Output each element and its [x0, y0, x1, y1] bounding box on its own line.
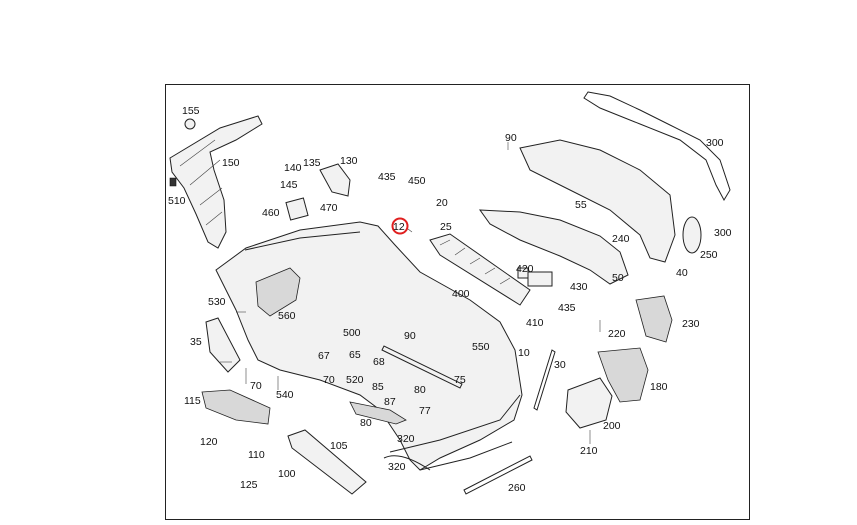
- callout-145: 145: [280, 179, 298, 191]
- callout-25: 25: [440, 221, 452, 233]
- callout-75: 77: [419, 405, 431, 417]
- callout-120: 115: [184, 395, 201, 407]
- part-240-exhaust-ring: [682, 216, 702, 254]
- part-260-trim-strip: [583, 91, 731, 202]
- callout-550: 550: [472, 341, 490, 353]
- callout-115: 125: [240, 479, 258, 491]
- part-180-housing: [565, 377, 613, 429]
- callout-400: 400: [452, 288, 470, 300]
- part-550-rod: [381, 345, 463, 389]
- leader-lines: [220, 142, 601, 444]
- callout-60: 65: [349, 349, 361, 361]
- part-100-bracket: [287, 429, 367, 495]
- callout-210: 230: [682, 318, 700, 330]
- callout-540: 540: [276, 389, 294, 401]
- callout-510: 520: [346, 374, 364, 386]
- callout-80: 80: [360, 417, 372, 429]
- part-210-bracket: [635, 295, 673, 343]
- callout-410: 410: [526, 317, 544, 329]
- callout-300: 320: [397, 433, 415, 445]
- part-50-diffuser: [478, 209, 629, 285]
- callout-520: 510: [168, 195, 186, 207]
- part-320-strip: [383, 455, 431, 471]
- callout-35: 35: [190, 336, 202, 348]
- callout-260-right: 300: [714, 227, 732, 239]
- callout-260-top: 300: [706, 137, 724, 149]
- callout-150: 150: [222, 157, 240, 169]
- callout-90-b: 90: [404, 330, 416, 342]
- callout-68-a: 70: [250, 380, 262, 392]
- callout-50: 50: [612, 272, 624, 284]
- callout-105: 100: [278, 468, 296, 480]
- callout-430: 430: [570, 281, 588, 293]
- callout-470: 460: [262, 207, 280, 219]
- highlight-ring: [391, 217, 409, 235]
- callout-20: 20: [436, 197, 448, 209]
- part-520-screw: [169, 177, 177, 187]
- part-470-reflector: [285, 197, 309, 221]
- part-400-grille: [429, 233, 531, 306]
- part-30-strip: [533, 349, 556, 411]
- callout-420: 420: [516, 263, 534, 275]
- callout-180: 200: [603, 420, 621, 432]
- callout-85: 85: [372, 381, 384, 393]
- callout-220: 220: [608, 328, 626, 340]
- callout-320: 320: [388, 461, 406, 473]
- callout-90: 90: [505, 132, 517, 144]
- callout-500: 500: [343, 327, 361, 339]
- callout-130: 130: [340, 155, 358, 167]
- callout-100: 105: [330, 440, 348, 452]
- part-120-bracket: [201, 389, 271, 425]
- callout-200: 210: [580, 445, 598, 457]
- part-40-diffuser: [519, 139, 676, 263]
- callout-125: 120: [200, 436, 218, 448]
- highlighted-callout-12[interactable]: 12: [391, 217, 409, 235]
- callout-12: 12: [393, 221, 405, 233]
- callout-450: 435: [378, 171, 396, 183]
- part-430-module: [527, 271, 553, 287]
- part-150-left-bracket: [169, 115, 263, 249]
- part-155-clip: [184, 118, 196, 130]
- callout-68-b: 70: [323, 374, 335, 386]
- callout-10: 10: [518, 347, 530, 359]
- callout-77: 80: [414, 384, 426, 396]
- callout-135: 135: [303, 157, 321, 169]
- callout-435: 435: [558, 302, 576, 314]
- callout-140: 140: [284, 162, 302, 174]
- callout-480: 470: [320, 202, 338, 214]
- part-560-panel: [255, 267, 301, 317]
- part-170-bracket: [597, 347, 649, 403]
- callout-67: 68: [373, 356, 385, 368]
- callout-155: 155: [182, 105, 200, 117]
- callout-560: 560: [278, 310, 296, 322]
- callout-240: 250: [700, 249, 718, 261]
- callout-250: 260: [508, 482, 526, 494]
- callout-65: 67: [318, 350, 330, 362]
- callout-87: 87: [384, 396, 396, 408]
- callout-170: 180: [650, 381, 668, 393]
- callout-110: 110: [248, 449, 265, 461]
- callout-40: 40: [676, 267, 688, 279]
- part-80-bar: [349, 401, 407, 425]
- callout-230: 240: [612, 233, 630, 245]
- part-250-strip: [463, 455, 533, 495]
- callout-55: 55: [575, 199, 587, 211]
- part-35-flap: [205, 317, 241, 373]
- callout-30: 30: [554, 359, 566, 371]
- callout-70: 75: [454, 374, 466, 386]
- callout-labels: 155 150 510 140 135 130 145 460 470 435 …: [168, 105, 732, 494]
- callout-460: 450: [408, 175, 426, 187]
- part-130-sensor: [319, 163, 351, 197]
- callout-530: 530: [208, 296, 226, 308]
- part-420-connector: [517, 267, 529, 279]
